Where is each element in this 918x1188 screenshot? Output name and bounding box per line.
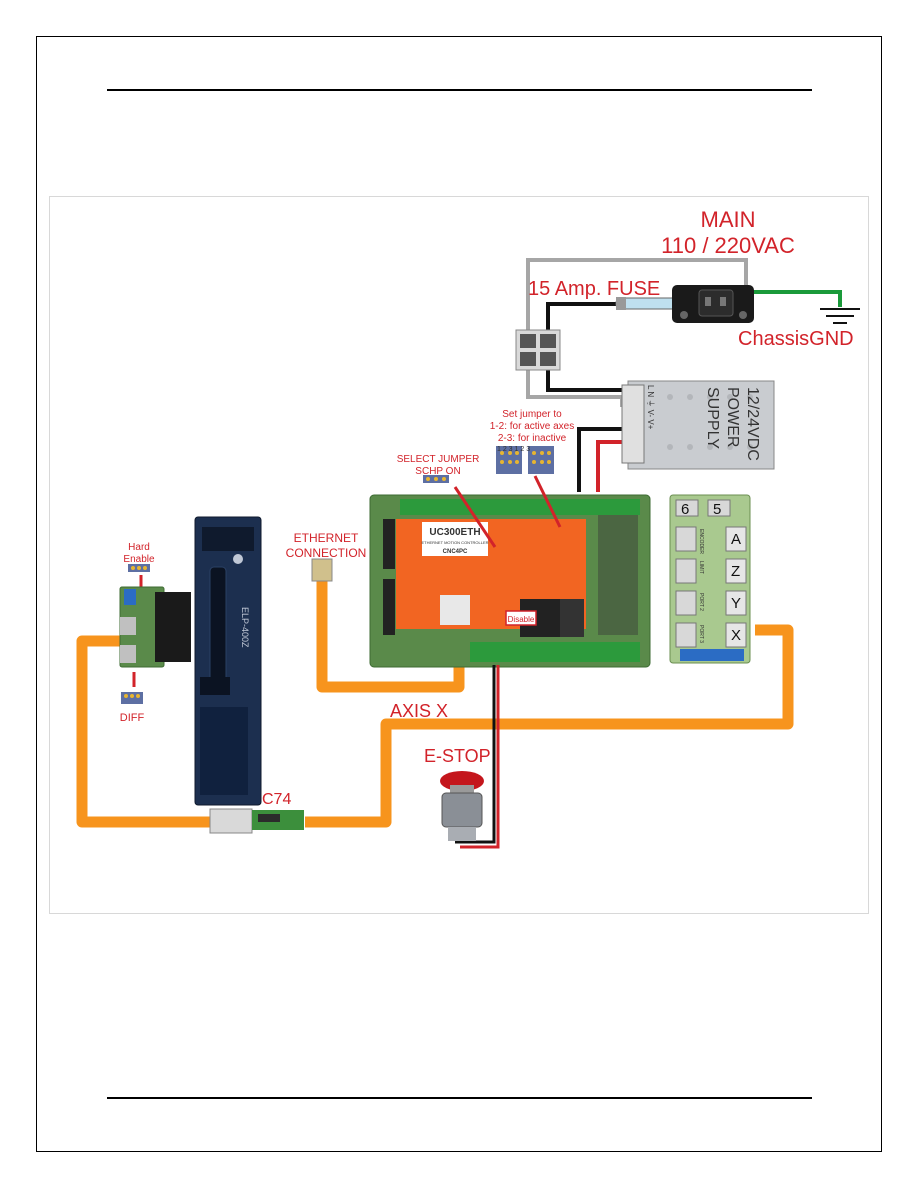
estop-label: E-STOP [424, 746, 491, 766]
axis-letters: 6 5 A Z Y X [681, 501, 741, 644]
port-label-3: PORT 3 [698, 625, 704, 643]
svg-text:SUPPLY: SUPPLY [704, 387, 721, 449]
ethernet-connector [311, 558, 333, 582]
psu-terminals: L N ⏚ V- V+ [646, 385, 655, 430]
board-brand: CNC4PC [443, 549, 468, 555]
jumper-note-3: 2-3: for inactive [498, 433, 567, 444]
hard-enable-jumper [128, 564, 150, 572]
ethernet-label-2: CONNECTION [286, 546, 367, 560]
axis-letter-5: 5 [713, 501, 721, 518]
psu-text: 12/24VDC POWER SUPPLY [704, 387, 761, 461]
axis-letter-x: X [731, 627, 741, 644]
power-supply [621, 380, 775, 470]
axis-x-cable [305, 624, 794, 828]
disable-label: Disable [508, 615, 535, 624]
port-labels: ENCODER LIMIT PORT 2 PORT 3 [698, 529, 704, 643]
hard-enable-1: Hard [128, 542, 150, 553]
port-label-limit: LIMIT [698, 561, 704, 574]
ground-symbol [820, 308, 860, 324]
chassis-gnd-label: ChassisGND [738, 328, 854, 350]
jumper-pins: 1 2 3 1 2 3 [497, 446, 530, 453]
axis-letter-6: 6 [681, 501, 689, 518]
estop-button [440, 771, 484, 841]
axis-letter-a: A [731, 531, 741, 548]
header-rule [107, 89, 812, 91]
wiring-svg: MAIN 110 / 220VAC 15 Amp. FUSE ChassisGN… [76, 207, 860, 849]
wiring-diagram: MAIN 110 / 220VAC 15 Amp. FUSE ChassisGN… [49, 196, 869, 914]
voltage-label: 110 / 220VAC [661, 233, 795, 258]
select-jumper-1: SELECT JUMPER [397, 454, 480, 465]
driver-adapter-board [119, 586, 191, 668]
dc-red-wire [596, 440, 628, 492]
ac-inlet [672, 285, 754, 323]
board-name: UC300ETH [429, 527, 480, 538]
jumper-note-1: Set jumper to [502, 409, 562, 420]
diff-label: DIFF [120, 712, 145, 724]
port-label-2: PORT 2 [698, 593, 704, 611]
hard-enable-2: Enable [123, 554, 155, 565]
terminal-block [515, 329, 561, 371]
driver-feedback-cable [76, 635, 210, 828]
diff-jumper [121, 692, 143, 704]
svg-text:12/24VDC: 12/24VDC [744, 387, 761, 461]
board-sub: ETHERNET MOTION CONTROLLER [421, 540, 488, 545]
fuse-label: 15 Amp. FUSE [528, 278, 660, 300]
page-border [36, 36, 882, 1152]
footer-rule [107, 1097, 812, 1099]
ethernet-label-1: ETHERNET [294, 531, 359, 545]
select-jumper-2: SCHP ON [415, 466, 460, 477]
ground-wire [740, 290, 842, 307]
c74-label: C74 [262, 791, 291, 808]
svg-text:POWER: POWER [724, 387, 741, 447]
port-label-encoder: ENCODER [698, 529, 704, 554]
servo-driver [194, 516, 262, 806]
main-label: MAIN [701, 207, 756, 232]
estop-wires [455, 665, 500, 849]
breakout-board [669, 494, 751, 664]
axis-letter-y: Y [731, 595, 741, 612]
c74-adapter [209, 808, 304, 834]
driver-model: ELP-400Z [240, 607, 250, 648]
axis-letter-z: Z [731, 563, 740, 580]
jumper-note-2: 1-2: for active axes [490, 421, 574, 432]
controller-board [369, 494, 651, 668]
axis-jumper-icons [496, 446, 554, 474]
axis-label: AXIS X [390, 701, 448, 721]
select-jumper-icon [423, 475, 449, 483]
